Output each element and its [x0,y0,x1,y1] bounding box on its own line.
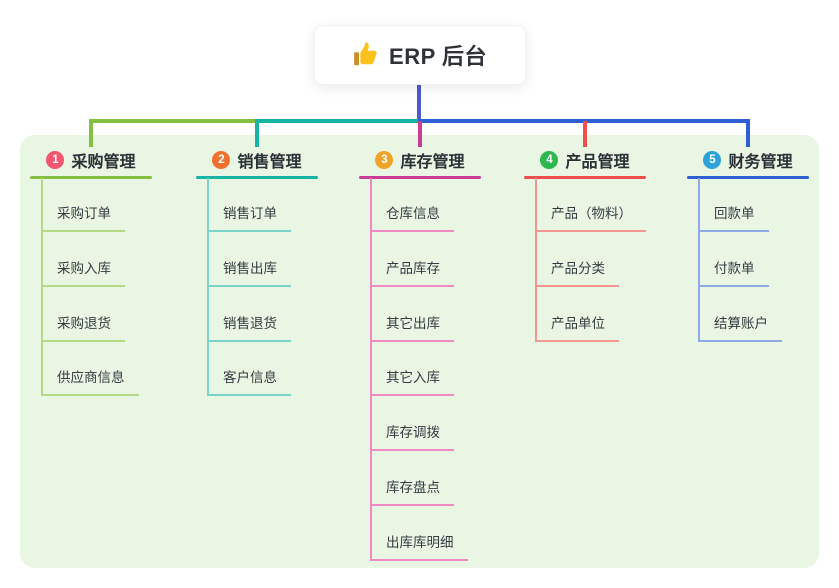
branch-label: 财务管理 [728,154,793,171]
branch-header[interactable]: 5 财务管理 [687,146,809,174]
branch-number-badge: 5 [703,151,722,169]
branch-header[interactable]: 4 产品管理 [524,146,646,174]
child-node[interactable]: 销售订单 [223,206,277,221]
child-node[interactable]: 库存调拨 [386,425,440,440]
children-trunk-line [370,178,372,561]
child-node[interactable]: 仓库信息 [386,206,440,221]
branch-drop-line [746,121,750,147]
junction-segment [255,119,422,123]
branch-header[interactable]: 1 采购管理 [30,146,152,174]
child-underline [207,394,291,396]
branch-drop-line [418,121,422,147]
child-node[interactable]: 采购订单 [57,206,111,221]
branch-label: 销售管理 [237,154,302,171]
children-trunk-line [41,178,43,396]
child-node[interactable]: 产品（物料） [551,206,632,221]
child-underline [535,230,646,232]
child-underline [370,394,454,396]
child-underline [41,230,125,232]
child-underline [370,449,454,451]
child-underline [370,285,454,287]
child-node[interactable]: 采购退货 [57,316,111,331]
branch-number-badge: 1 [46,151,65,169]
child-node[interactable]: 结算账户 [714,316,768,331]
children-trunk-line [698,178,700,342]
child-node[interactable]: 其它出库 [386,316,440,331]
branch-header-underline [30,176,152,179]
branch-label: 采购管理 [71,154,136,171]
child-underline [698,285,769,287]
child-node[interactable]: 付款单 [714,261,755,276]
child-node[interactable]: 客户信息 [223,370,277,385]
child-node[interactable]: 采购入库 [57,261,111,276]
child-underline [41,340,125,342]
branch-drop-line [89,121,93,147]
root-title: ERP 后台 [389,44,487,69]
child-underline [370,559,468,561]
child-underline [207,285,291,287]
branch-number-badge: 3 [375,151,394,169]
junction-segment [418,119,750,123]
root-connector-line [417,83,421,123]
branch-number-badge: 4 [540,151,559,169]
branch-drop-line [255,121,259,147]
branch-label: 产品管理 [565,154,630,171]
child-node[interactable]: 库存盘点 [386,480,440,495]
child-node[interactable]: 销售退货 [223,316,277,331]
child-node[interactable]: 销售出库 [223,261,277,276]
children-trunk-line [535,178,537,342]
child-underline [535,340,619,342]
child-underline [41,285,125,287]
branch-header-underline [687,176,809,179]
thumbs-up-icon [353,42,379,68]
child-node[interactable]: 产品分类 [551,261,605,276]
branch-header-underline [196,176,318,179]
child-underline [370,504,454,506]
child-underline [698,340,782,342]
child-node[interactable]: 产品库存 [386,261,440,276]
branches-panel-background [20,135,819,568]
child-node[interactable]: 出库库明细 [386,535,454,550]
child-underline [370,340,454,342]
child-underline [207,340,291,342]
child-underline [41,394,139,396]
child-underline [207,230,291,232]
branch-header-underline [359,176,481,179]
root-node[interactable]: ERP 后台 [314,25,526,85]
child-underline [535,285,619,287]
junction-segment [89,119,259,123]
child-node[interactable]: 产品单位 [551,316,605,331]
branch-header-underline [524,176,646,179]
child-underline [698,230,769,232]
child-underline [370,230,454,232]
children-trunk-line [207,178,209,396]
branch-number-badge: 2 [212,151,231,169]
branch-header[interactable]: 2 销售管理 [196,146,318,174]
child-node[interactable]: 其它入库 [386,370,440,385]
branch-drop-line [583,121,587,147]
branch-label: 库存管理 [400,154,465,171]
child-node[interactable]: 回款单 [714,206,755,221]
child-node[interactable]: 供应商信息 [57,370,125,385]
branch-header[interactable]: 3 库存管理 [359,146,481,174]
